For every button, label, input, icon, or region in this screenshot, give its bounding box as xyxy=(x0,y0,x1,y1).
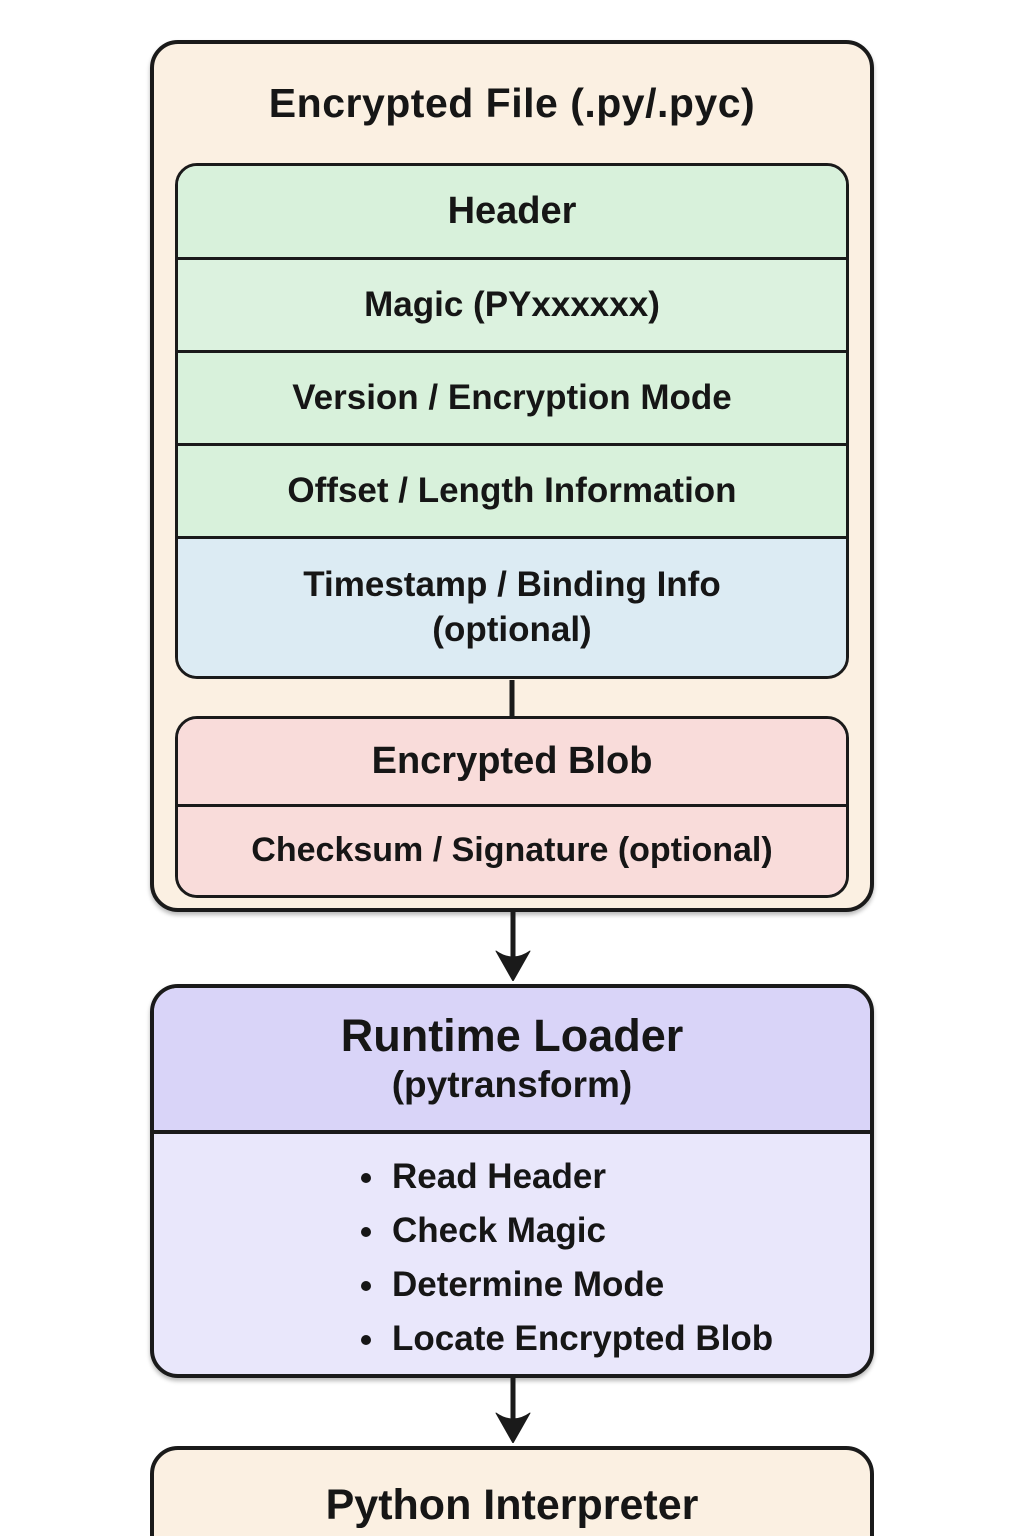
runtime-loader-box: Runtime Loader (pytransform) Read Header… xyxy=(150,984,874,1378)
runtime-loader-steps: Read Header Check Magic Determine Mode L… xyxy=(350,1150,870,1366)
row-label-line1: Timestamp / Binding Info xyxy=(303,564,721,604)
runtime-loader-subtitle: (pytransform) xyxy=(391,1063,633,1105)
encrypted-file-box: Encrypted File (.py/.pyc) Header Magic (… xyxy=(150,40,874,912)
arrow-down-icon xyxy=(495,911,531,981)
loader-step: Locate Encrypted Blob xyxy=(388,1312,870,1366)
header-stack: Header Magic (PYxxxxxx) Version / Encryp… xyxy=(175,163,849,679)
row-header: Header xyxy=(178,166,846,257)
runtime-loader-header: Runtime Loader (pytransform) xyxy=(154,988,870,1134)
row-label: Header xyxy=(447,190,577,233)
row-label: Magic (PYxxxxxx) xyxy=(364,284,660,324)
python-interpreter-box: Python Interpreter xyxy=(150,1446,874,1536)
row-label: Encrypted Blob xyxy=(371,740,653,783)
blob-stack: Encrypted Blob Checksum / Signature (opt… xyxy=(175,716,849,898)
row-version-mode: Version / Encryption Mode xyxy=(178,350,846,443)
row-timestamp-binding: Timestamp / Binding Info (optional) xyxy=(178,536,846,676)
loader-step: Check Magic xyxy=(388,1204,870,1258)
loader-step: Determine Mode xyxy=(388,1258,870,1312)
row-label: Version / Encryption Mode xyxy=(292,377,732,417)
python-interpreter-title: Python Interpreter xyxy=(325,1480,699,1529)
row-label: Checksum / Signature (optional) xyxy=(251,831,773,870)
row-offset-length: Offset / Length Information xyxy=(178,443,846,536)
runtime-loader-title: Runtime Loader xyxy=(340,1010,684,1061)
row-label-line2: (optional) xyxy=(432,609,592,649)
encrypted-file-title: Encrypted File (.py/.pyc) xyxy=(268,79,756,126)
connector-line xyxy=(509,680,515,718)
loader-step: Read Header xyxy=(388,1150,870,1204)
row-label: Offset / Length Information xyxy=(287,470,737,510)
row-checksum-signature: Checksum / Signature (optional) xyxy=(178,804,846,895)
row-encrypted-blob: Encrypted Blob xyxy=(178,719,846,804)
arrow-down-icon xyxy=(495,1377,531,1443)
row-magic: Magic (PYxxxxxx) xyxy=(178,257,846,350)
